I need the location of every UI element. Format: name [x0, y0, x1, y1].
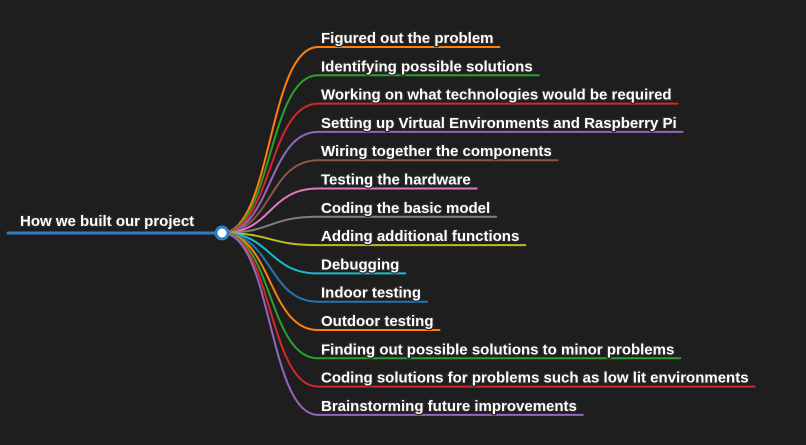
branch-connector	[221, 74, 319, 234]
branch-node[interactable]: Figured out the problem	[317, 29, 501, 48]
branch-label: Setting up Virtual Environments and Rasp…	[321, 115, 677, 132]
branch-label: Debugging	[321, 256, 399, 273]
branch-connector	[221, 232, 319, 331]
branch-label: Coding solutions for problems such as lo…	[321, 370, 749, 387]
branch-node[interactable]: Finding out possible solutions to minor …	[317, 340, 682, 360]
branch-label: Outdoor testing	[321, 313, 434, 330]
branch-connector	[221, 232, 319, 303]
branch-node[interactable]: Adding additional functions	[317, 227, 527, 246]
branch-node[interactable]: Coding solutions for problems such as lo…	[317, 368, 756, 388]
branch-label: Adding additional functions	[321, 228, 519, 245]
branch-label: Indoor testing	[321, 285, 421, 302]
mindmap-edges	[221, 46, 319, 416]
branch-node[interactable]: Identifying possible solutions	[317, 57, 540, 77]
branch-label: Wiring together the components	[321, 143, 552, 160]
branch-node[interactable]: Indoor testing	[317, 283, 428, 303]
branch-connector	[221, 46, 319, 234]
branch-node[interactable]: Debugging	[317, 255, 407, 275]
root-node-circle[interactable]	[214, 225, 230, 241]
branch-connector	[221, 102, 319, 234]
branch-label: Coding the basic model	[321, 200, 490, 217]
branch-node[interactable]: Outdoor testing	[317, 312, 441, 331]
branch-connector	[221, 232, 319, 360]
branch-label: Working on what technologies would be re…	[321, 87, 672, 104]
branch-label: Identifying possible solutions	[321, 58, 533, 75]
branch-node[interactable]: Testing the hardware	[317, 170, 478, 190]
branch-node[interactable]: Working on what technologies would be re…	[317, 85, 679, 105]
branch-node[interactable]: Setting up Virtual Environments and Rasp…	[317, 114, 684, 133]
branch-node[interactable]: Brainstorming future improvements	[317, 397, 584, 416]
branch-label: Finding out possible solutions to minor …	[321, 341, 674, 358]
branch-connector	[221, 130, 319, 234]
branch-connector	[221, 187, 319, 234]
branch-label: Brainstorming future improvements	[321, 398, 577, 415]
root-node[interactable]: How we built our project	[6, 212, 230, 241]
branch-connector	[221, 159, 319, 234]
branch-node[interactable]: Wiring together the components	[317, 142, 559, 161]
branch-node[interactable]: Coding the basic model	[317, 199, 498, 218]
branch-connector	[221, 232, 319, 416]
branch-label: Testing the hardware	[321, 172, 471, 189]
branch-connector	[221, 232, 319, 388]
root-label: How we built our project	[20, 213, 194, 230]
branch-label: Figured out the problem	[321, 30, 494, 47]
